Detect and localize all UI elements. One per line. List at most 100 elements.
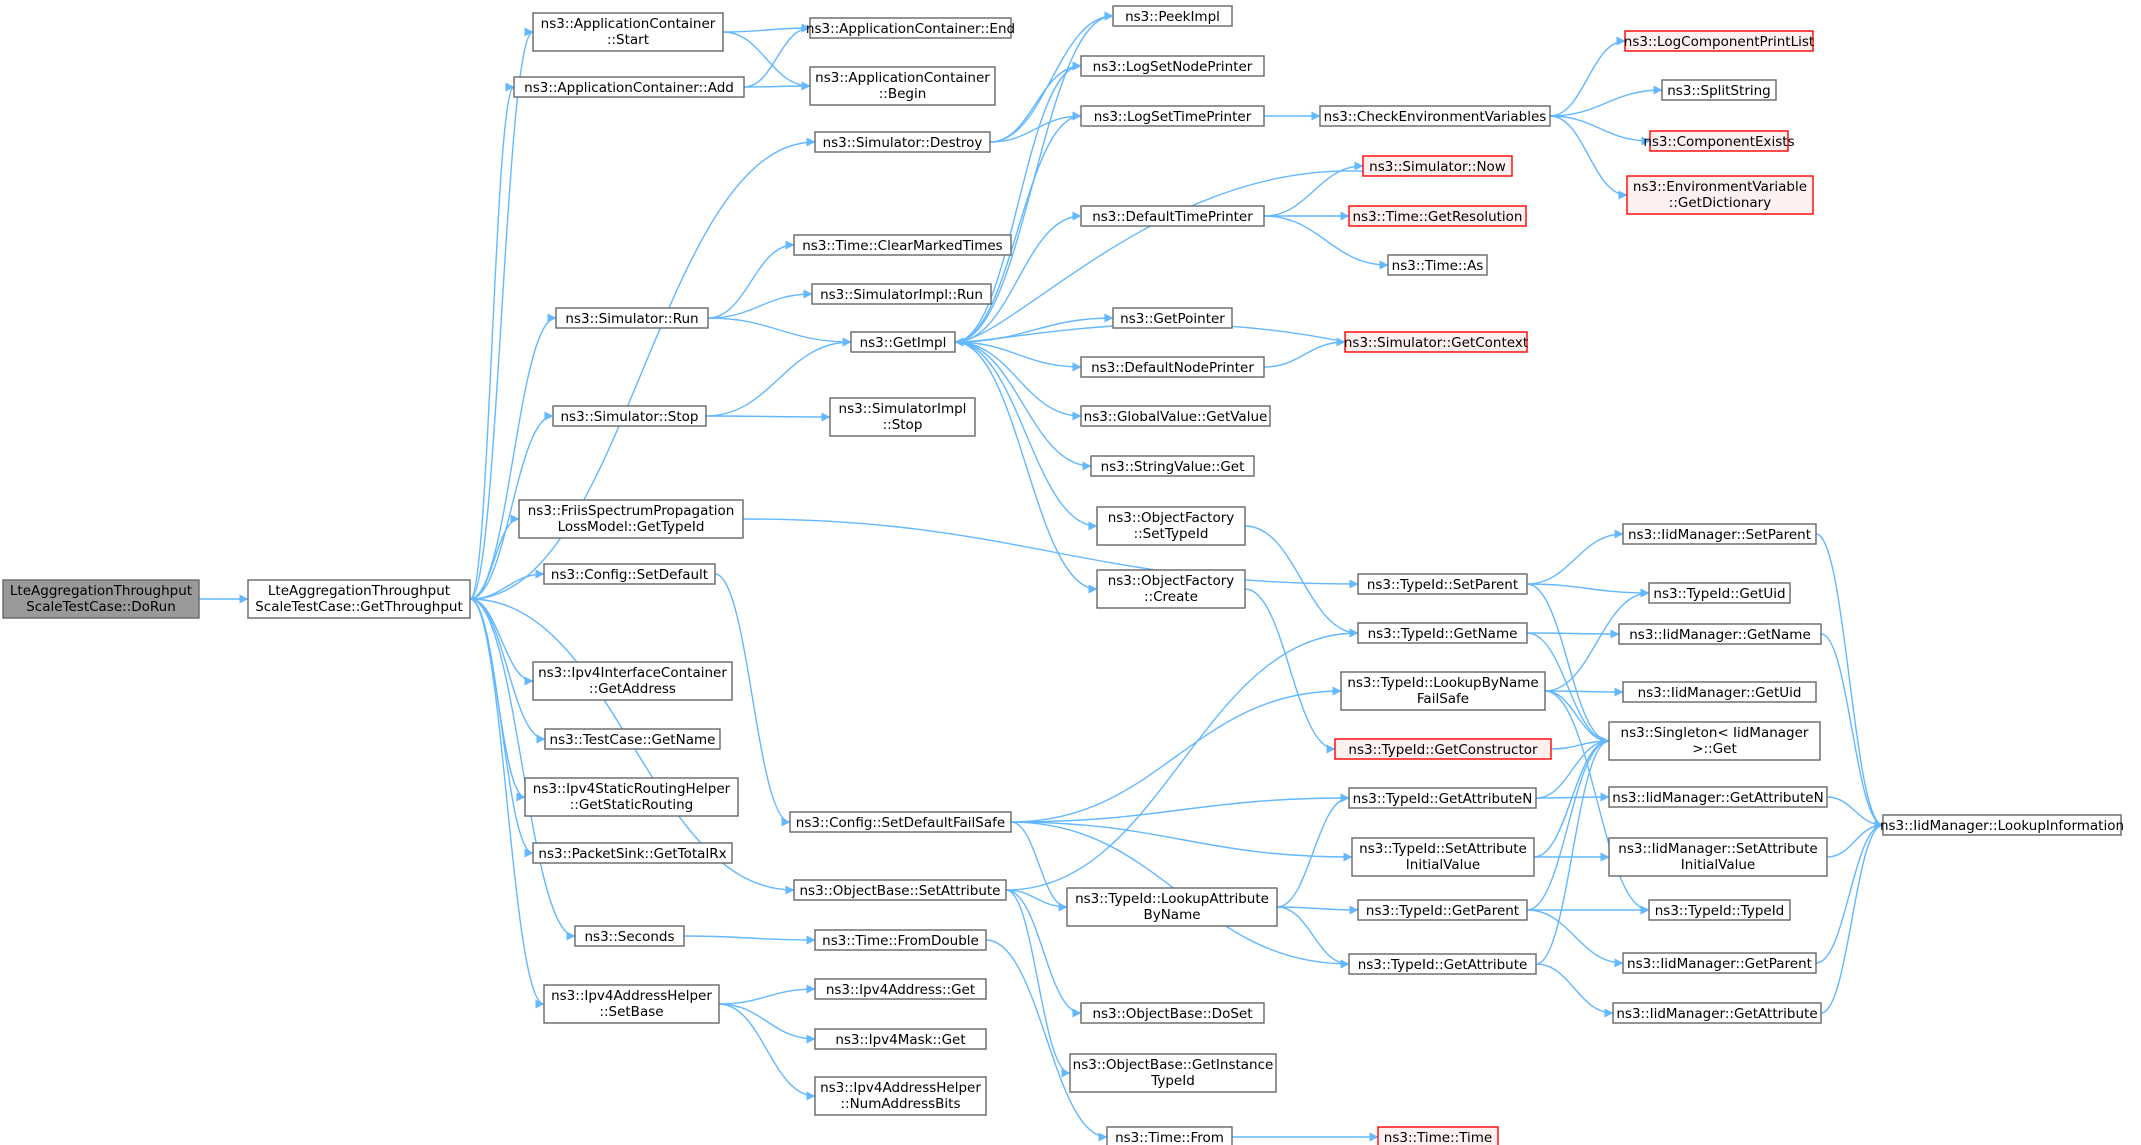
- node-simImplRun[interactable]: ns3::SimulatorImpl::Run: [811, 283, 992, 305]
- node-tidGetAttrN[interactable]: ns3::TypeId::GetAttributeN: [1348, 787, 1537, 809]
- edge-cfgSetDefaultFS-to-tidSetAttrInit: [1010, 821, 1353, 862]
- node-box: [809, 17, 1012, 39]
- edge: [1820, 820, 1884, 1014]
- node-root[interactable]: LteAggregationThroughputScaleTestCase::D…: [2, 579, 200, 619]
- node-iidLookupInfo[interactable]: ns3::IidManager::LookupInformation: [1880, 814, 2124, 836]
- node-label: ns3::Ipv4Address::Get: [826, 982, 975, 998]
- edge: [469, 598, 545, 1009]
- node-box: [1608, 786, 1828, 808]
- node-box: [809, 66, 996, 106]
- node-ipv4AddrGet[interactable]: ns3::Ipv4Address::Get: [814, 978, 987, 1000]
- node-packetSink[interactable]: ns3::PacketSink::GetTotalRx: [532, 842, 733, 864]
- edge-defNodePrinter-to-simGetContext: [1263, 337, 1346, 368]
- node-seconds[interactable]: ns3::Seconds: [574, 925, 685, 947]
- node-ipv4Static[interactable]: ns3::Ipv4StaticRoutingHelper::GetStaticR…: [524, 777, 739, 817]
- node-obDoSet[interactable]: ns3::ObjectBase::DoSet: [1080, 1002, 1265, 1024]
- node-ipv4MaskGet[interactable]: ns3::Ipv4Mask::Get: [814, 1028, 987, 1050]
- node-tidGetName[interactable]: ns3::TypeId::GetName: [1357, 622, 1528, 644]
- edge-layer: [199, 11, 1884, 1142]
- node-ofCreate[interactable]: ns3::ObjectFactory::Create: [1096, 569, 1246, 609]
- node-logCompPrint[interactable]: ns3::LogComponentPrintList: [1624, 30, 1814, 52]
- node-timeFromDouble[interactable]: ns3::Time::FromDouble: [814, 929, 987, 951]
- edge: [1535, 736, 1610, 799]
- node-label: ns3::ComponentExists: [1643, 134, 1794, 150]
- node-friis[interactable]: ns3::FriisSpectrumPropagationLossModel::…: [518, 499, 744, 539]
- node-svGet[interactable]: ns3::StringValue::Get: [1090, 455, 1255, 477]
- node-defNodePrinter[interactable]: ns3::DefaultNodePrinter: [1080, 356, 1265, 378]
- node-timeClear[interactable]: ns3::Time::ClearMarkedTimes: [793, 234, 1012, 256]
- node-label: ::GetAddress: [589, 681, 676, 697]
- node-label: ns3::TypeId::GetAttributeN: [1353, 791, 1533, 807]
- edge-getThroughput-to-simDestroy: [469, 137, 816, 600]
- node-tidGetParent[interactable]: ns3::TypeId::GetParent: [1357, 899, 1528, 921]
- node-cfgSetDefault[interactable]: ns3::Config::SetDefault: [543, 563, 716, 585]
- edge: [1815, 533, 1884, 830]
- node-timeGetRes[interactable]: ns3::Time::GetResolution: [1348, 205, 1527, 227]
- node-box: [1066, 887, 1278, 927]
- node-box: [532, 12, 724, 52]
- node-splitString[interactable]: ns3::SplitString: [1661, 79, 1777, 101]
- node-obSetAttr[interactable]: ns3::ObjectBase::SetAttribute: [793, 879, 1007, 901]
- edge: [954, 323, 1346, 347]
- node-simGetContext[interactable]: ns3::Simulator::GetContext: [1344, 331, 1528, 353]
- edge: [1535, 736, 1610, 965]
- node-ofSetTypeId[interactable]: ns3::ObjectFactory::SetTypeId: [1096, 506, 1246, 546]
- node-gvGetValue[interactable]: ns3::GlobalValue::GetValue: [1080, 405, 1271, 427]
- node-getThroughput[interactable]: LteAggregationThroughputScaleTestCase::G…: [247, 579, 471, 619]
- node-label: ::SetBase: [599, 1004, 663, 1020]
- node-label: ns3::Seconds: [585, 929, 675, 945]
- node-iidSetAttrInit[interactable]: ns3::IidManager::SetAttributeInitialValu…: [1608, 837, 1828, 877]
- node-ipv4IfcGetAddr[interactable]: ns3::Ipv4InterfaceContainer::GetAddress: [532, 661, 733, 701]
- node-label: ns3::IidManager::GetUid: [1638, 685, 1802, 701]
- node-simImplStop[interactable]: ns3::SimulatorImpl::Stop: [829, 397, 976, 437]
- node-box: [552, 405, 707, 427]
- node-checkEnv[interactable]: ns3::CheckEnvironmentVariables: [1319, 105, 1551, 127]
- node-getImpl[interactable]: ns3::GetImpl: [850, 331, 956, 353]
- node-iidGetName[interactable]: ns3::IidManager::GetName: [1618, 623, 1822, 645]
- node-iidGetParent[interactable]: ns3::IidManager::GetParent: [1622, 952, 1817, 974]
- node-timeTime[interactable]: ns3::Time::Time: [1377, 1126, 1499, 1145]
- node-acBegin[interactable]: ns3::ApplicationContainer::Begin: [809, 66, 996, 106]
- node-getPointer[interactable]: ns3::GetPointer: [1112, 307, 1233, 329]
- node-testGetName[interactable]: ns3::TestCase::GetName: [544, 728, 721, 750]
- node-numAddrBits[interactable]: ns3::Ipv4AddressHelper::NumAddressBits: [814, 1076, 987, 1116]
- edge-tidSetParent-to-tidGetUid: [1526, 583, 1650, 598]
- node-simStop[interactable]: ns3::Simulator::Stop: [552, 405, 707, 427]
- node-iidGetAttrN[interactable]: ns3::IidManager::GetAttributeN: [1608, 786, 1828, 808]
- node-tidGetAttr[interactable]: ns3::TypeId::GetAttribute: [1348, 953, 1537, 975]
- node-timeAs[interactable]: ns3::Time::As: [1387, 254, 1488, 276]
- edge-tidLookupAttr-to-tidGetParent: [1276, 905, 1359, 915]
- node-iidGetAttr[interactable]: ns3::IidManager::GetAttribute: [1612, 1002, 1822, 1024]
- node-simDestroy[interactable]: ns3::Simulator::Destroy: [814, 131, 991, 153]
- node-tidGetUid[interactable]: ns3::TypeId::GetUid: [1648, 582, 1791, 604]
- node-peekImpl[interactable]: ns3::PeekImpl: [1112, 5, 1233, 27]
- node-timeFrom[interactable]: ns3::Time::From: [1106, 1126, 1233, 1145]
- node-iidSetParent[interactable]: ns3::IidManager::SetParent: [1622, 523, 1817, 545]
- node-tidTypeId[interactable]: ns3::TypeId::TypeId: [1648, 899, 1791, 921]
- node-ipv4SetBase[interactable]: ns3::Ipv4AddressHelper::SetBase: [543, 984, 720, 1024]
- node-envGetDict[interactable]: ns3::EnvironmentVariable::GetDictionary: [1626, 175, 1814, 215]
- node-acEnd[interactable]: ns3::ApplicationContainer::End: [806, 17, 1015, 39]
- node-iidGetUid[interactable]: ns3::IidManager::GetUid: [1622, 681, 1817, 703]
- node-logSetNode[interactable]: ns3::LogSetNodePrinter: [1080, 55, 1265, 77]
- node-defTimePrinter[interactable]: ns3::DefaultTimePrinter: [1080, 205, 1265, 227]
- node-tidGetCtor[interactable]: ns3::TypeId::GetConstructor: [1334, 738, 1552, 760]
- node-compExists[interactable]: ns3::ComponentExists: [1643, 130, 1795, 152]
- edge-iidSetParent-to-iidLookupInfo: [1815, 533, 1884, 830]
- node-box: [829, 397, 976, 437]
- node-acAdd[interactable]: ns3::ApplicationContainer::Add: [513, 76, 745, 98]
- node-cfgSetDefaultFS[interactable]: ns3::Config::SetDefaultFailSafe: [789, 811, 1012, 833]
- node-tidSetParent[interactable]: ns3::TypeId::SetParent: [1357, 573, 1528, 595]
- node-logSetTime[interactable]: ns3::LogSetTimePrinter: [1080, 105, 1265, 127]
- node-label: ScaleTestCase::DoRun: [26, 599, 176, 615]
- node-simRun[interactable]: ns3::Simulator::Run: [555, 307, 709, 329]
- node-simNow[interactable]: ns3::Simulator::Now: [1362, 155, 1513, 177]
- node-acStart[interactable]: ns3::ApplicationContainer::Start: [532, 12, 724, 52]
- edge: [1815, 820, 1884, 964]
- node-singletonGet[interactable]: ns3::Singleton< IidManager >::Get: [1608, 721, 1821, 761]
- edge-ipv4SetBase-to-ipv4MaskGet: [718, 1003, 816, 1044]
